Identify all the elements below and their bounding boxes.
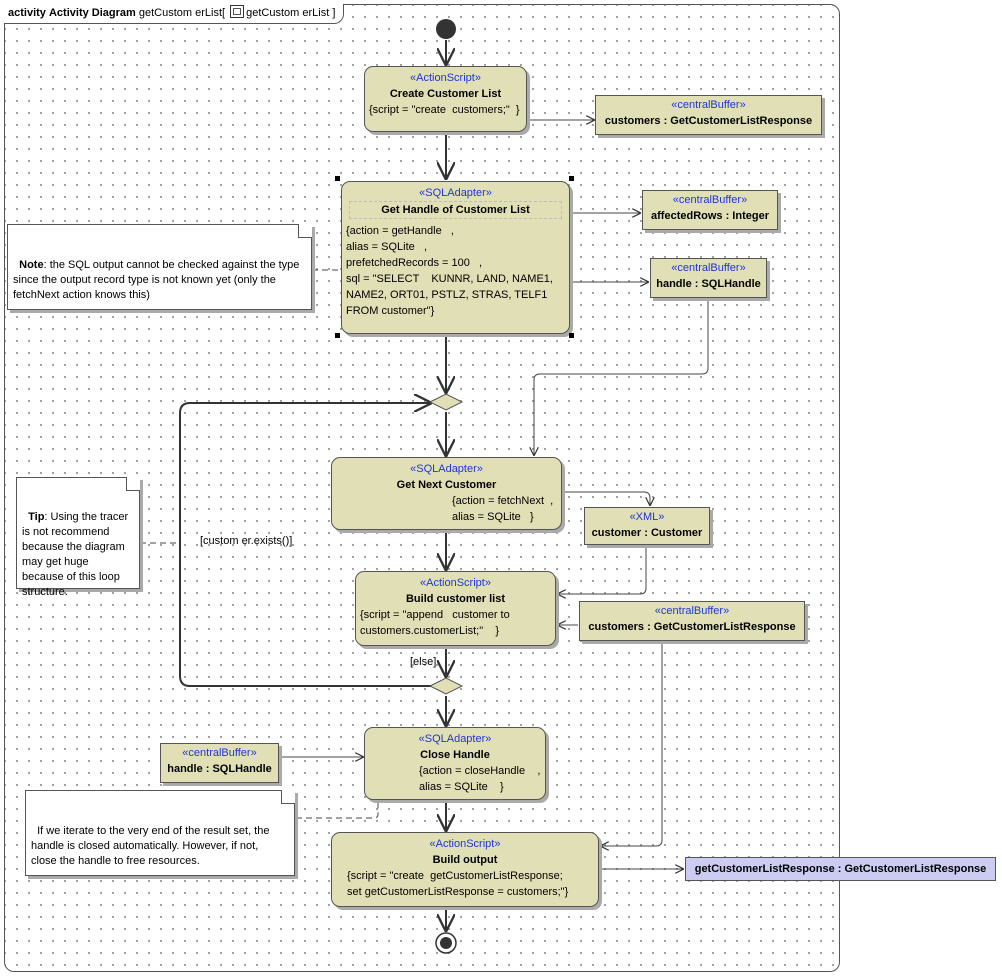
object-customers-buffer-2[interactable]: «centralBuffer» customers : GetCustomerL… [579, 601, 805, 641]
object-handle-buffer-2[interactable]: «centralBuffer» handle : SQLHandle [160, 743, 279, 783]
action-body: {action = fetchNext , alias = SQLite } [452, 495, 554, 523]
action-name: Build customer list [405, 593, 506, 605]
note-close-handle[interactable]: If we iterate to the very end of the res… [25, 790, 295, 876]
action-close-handle[interactable]: «SQLAdapter» Close Handle {action = clos… [364, 727, 546, 800]
note-fold-corner [298, 224, 312, 238]
note-lead: Note [19, 259, 44, 271]
object-name: affectedRows : Integer [651, 210, 769, 222]
object-handle-buffer[interactable]: «centralBuffer» handle : SQLHandle [650, 258, 767, 298]
note-fold-corner [281, 790, 295, 804]
note-text: If we iterate to the very end of the res… [31, 825, 270, 867]
objflow-customers-to-output [601, 640, 663, 846]
object-customers-buffer[interactable]: «centralBuffer» customers : GetCustomerL… [595, 95, 822, 135]
selection-handle[interactable] [569, 333, 574, 338]
frame-kind: activity [8, 7, 46, 19]
action-name: Create Customer List [389, 88, 502, 100]
object-affected-rows[interactable]: «centralBuffer» affectedRows : Integer [642, 190, 778, 230]
object-customer-xml[interactable]: «XML» customer : Customer [584, 507, 710, 545]
stereotype-label: «centralBuffer» [672, 194, 748, 206]
object-name: handle : SQLHandle [656, 278, 761, 290]
stereotype-label: «ActionScript» [420, 577, 491, 589]
frame-bracket-name: getCustom erList [246, 7, 330, 19]
object-name: customers : GetCustomerListResponse [604, 115, 813, 127]
stereotype-label: «ActionScript» [410, 72, 481, 84]
output-parameter-response[interactable]: getCustomerListResponse : GetCustomerLis… [685, 857, 996, 881]
objflow-customer-to-build [558, 544, 647, 594]
frame-header: activity Activity Diagram getCustom erLi… [4, 4, 345, 24]
stereotype-label: «ActionScript» [429, 838, 501, 850]
action-get-next-customer[interactable]: «SQLAdapter» Get Next Customer {action =… [331, 457, 562, 530]
object-name: customers : GetCustomerListResponse [588, 621, 796, 633]
objflow-next-to-customer [562, 491, 650, 505]
action-create-customer-list[interactable]: «ActionScript» Create Customer List {scr… [364, 66, 527, 132]
decision-node [428, 677, 464, 695]
action-body: {script = "create customers;" } [369, 104, 520, 116]
note-tracer-tip[interactable]: Tip: Using the tracer is not recommend b… [16, 477, 140, 598]
flow-loop-back [179, 403, 432, 687]
note-text: : Using the tracer is not recommend beca… [22, 511, 129, 598]
stereotype-label: «centralBuffer» [671, 262, 746, 274]
stereotype-label: «centralBuffer» [182, 747, 257, 759]
action-get-handle[interactable]: «SQLAdapter» Get Handle of Customer List… [341, 181, 570, 334]
object-name: customer : Customer [591, 527, 703, 539]
action-body: {action = getHandle , alias = SQLite , p… [346, 225, 553, 317]
final-node-core [440, 937, 452, 949]
note-lead: Tip [28, 511, 45, 523]
stereotype-label: «SQLAdapter» [410, 463, 483, 475]
stereotype-label: «SQLAdapter» [419, 187, 492, 199]
action-name: Get Handle of Customer List [349, 201, 562, 219]
action-body: {script = "append customer to customers.… [360, 609, 510, 637]
selection-handle[interactable] [569, 176, 574, 181]
stereotype-label: «XML» [629, 511, 665, 523]
frame-type: Activity Diagram [48, 7, 136, 19]
action-build-customer-list[interactable]: «ActionScript» Build customer list {scri… [355, 571, 556, 646]
action-name: Build output [432, 854, 498, 866]
action-name: Close Handle [420, 749, 490, 761]
action-body: {action = closeHandle , alias = SQLite } [419, 765, 541, 793]
initial-node [436, 19, 456, 39]
note-sql-output[interactable]: Note: the SQL output cannot be checked a… [7, 224, 312, 310]
object-name: handle : SQLHandle [167, 763, 272, 775]
stereotype-label: «centralBuffer» [654, 605, 730, 617]
guard-else: [else] [410, 656, 437, 668]
frame-name: getCustom erList [138, 7, 223, 19]
objflow-handlebuf-to-next [534, 298, 709, 455]
object-name: getCustomerListResponse : GetCustomerLis… [694, 863, 987, 875]
stereotype-label: «SQLAdapter» [418, 733, 492, 745]
action-build-output[interactable]: «ActionScript» Build output {script = "c… [331, 832, 599, 907]
action-name: Get Next Customer [396, 479, 497, 491]
note-anchor-close [296, 802, 379, 819]
activity-icon [230, 5, 245, 18]
note-text: : the SQL output cannot be checked again… [13, 259, 300, 301]
guard-customer-exists: [custom er.exists()] [200, 535, 293, 547]
selection-handle[interactable] [335, 176, 340, 181]
stereotype-label: «centralBuffer» [671, 99, 746, 111]
selection-handle[interactable] [335, 333, 340, 338]
action-body: {script = "create getCustomerListRespons… [347, 870, 569, 898]
merge-node [428, 393, 464, 411]
note-fold-corner [126, 477, 140, 491]
